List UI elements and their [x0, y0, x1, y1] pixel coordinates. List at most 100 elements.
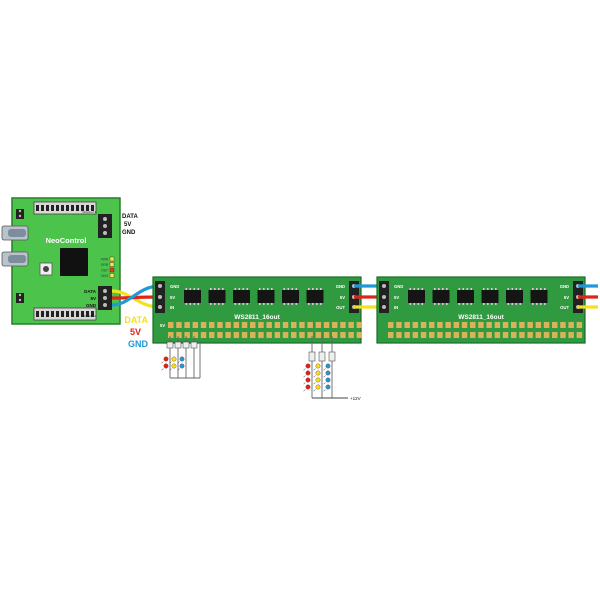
jumper-pin	[18, 214, 22, 218]
led	[325, 384, 331, 390]
output-pad-top	[502, 322, 509, 328]
chip-pin	[417, 288, 420, 290]
header-pin	[51, 311, 54, 317]
output-pad-top	[519, 322, 525, 328]
chip-pin	[271, 303, 273, 305]
chip-pin	[466, 303, 469, 305]
board-1-pin-out: OUT	[336, 305, 345, 310]
chip-pin	[263, 288, 265, 290]
header-pin	[61, 311, 64, 317]
led-lead	[161, 368, 164, 371]
output-pad-bottom	[217, 332, 223, 338]
output-pad-bottom	[568, 332, 574, 338]
chip-pin	[246, 288, 249, 290]
output-pad-top	[470, 322, 476, 328]
controller-mcu-chip	[60, 248, 88, 276]
chip-pin	[458, 288, 461, 290]
output-pad-top	[340, 322, 346, 328]
chip-pin	[417, 303, 420, 305]
connector-pin	[382, 305, 386, 309]
led-resistor	[190, 341, 198, 349]
ws2811-chip	[233, 290, 250, 303]
conn-label-gnd: GND	[122, 230, 136, 236]
output-pad-top	[176, 322, 182, 328]
header-pin	[71, 311, 74, 317]
output-pad-bottom	[445, 332, 451, 338]
output-pad-top	[258, 322, 264, 328]
chip-pin	[291, 288, 294, 290]
board-2-chips	[408, 288, 548, 305]
led-lead	[323, 389, 326, 392]
chip-pin	[312, 303, 314, 305]
chip-pin	[483, 303, 485, 305]
output-pad-top	[225, 322, 231, 328]
header-pin	[86, 205, 89, 211]
header-pin	[71, 205, 74, 211]
board-1-pcb	[152, 276, 362, 344]
chip-pin	[409, 288, 412, 290]
led	[179, 363, 185, 369]
ws2811-chip	[506, 290, 523, 303]
output-pad-top	[461, 322, 468, 328]
led-resistor	[166, 341, 174, 349]
status-led	[109, 273, 115, 278]
controller-top-header	[33, 201, 97, 215]
ws2811-chip	[282, 290, 299, 303]
header-pin	[86, 311, 89, 317]
chip-pin	[507, 288, 510, 290]
output-pad-bottom	[453, 332, 460, 338]
board-2-title: WS2811_16out	[458, 314, 504, 321]
led-lead	[303, 375, 306, 378]
connector-pin	[103, 224, 107, 228]
led	[315, 377, 321, 383]
header-pin	[46, 205, 49, 211]
connector-pin	[103, 231, 107, 235]
chip-pin	[222, 303, 224, 305]
output-pad-top	[535, 322, 542, 328]
led-resistor	[318, 351, 326, 362]
connector-pin	[382, 295, 386, 299]
header-pin	[51, 205, 54, 211]
chip-pin	[470, 288, 473, 290]
output-pad-top	[486, 322, 492, 328]
output-pad-top	[494, 322, 501, 328]
board-2-pin-gnd: GND	[394, 284, 403, 289]
header-pin	[81, 205, 84, 211]
chip-pin	[536, 303, 538, 305]
controller-pin-data: DATA	[84, 289, 97, 294]
ws2811-chip	[257, 290, 275, 303]
led	[163, 363, 169, 369]
output-pad-bottom	[560, 332, 566, 338]
output-pad-bottom	[250, 332, 256, 338]
led-lead	[313, 382, 316, 385]
led	[179, 356, 185, 362]
header-pin	[76, 311, 79, 317]
usb-socket-1-inner	[8, 229, 26, 237]
chip-pin	[312, 288, 314, 290]
output-pad-top	[282, 322, 289, 328]
output-pad-bottom	[511, 332, 517, 338]
chip-pin	[532, 288, 534, 290]
chip-pin	[308, 303, 310, 305]
ws2811-board-2: GND 5V IN GND 5V OUT WS2811_16out	[376, 276, 586, 344]
output-pad-top	[209, 322, 215, 328]
chip-pin	[214, 288, 216, 290]
chip-pin	[421, 288, 424, 290]
chip-pin	[291, 303, 294, 305]
chip-pin	[544, 288, 546, 290]
chip-pin	[491, 303, 493, 305]
board-1-pin-gnd: GND	[170, 284, 179, 289]
jumper-bottom-left	[16, 293, 24, 303]
board-1-pin-gnd-out: GND	[336, 284, 345, 289]
output-pad-top	[307, 322, 313, 328]
board-2-output-pads	[388, 322, 583, 338]
board-1-pin-in: IN	[170, 305, 174, 310]
header-pin	[36, 311, 39, 317]
controller-pin-5v: 5V	[90, 296, 96, 301]
output-pad-top	[233, 322, 240, 328]
output-pad-bottom	[241, 332, 248, 338]
ws2811-chip	[408, 290, 425, 303]
output-pad-bottom	[396, 332, 402, 338]
output-pad-bottom	[200, 332, 207, 338]
